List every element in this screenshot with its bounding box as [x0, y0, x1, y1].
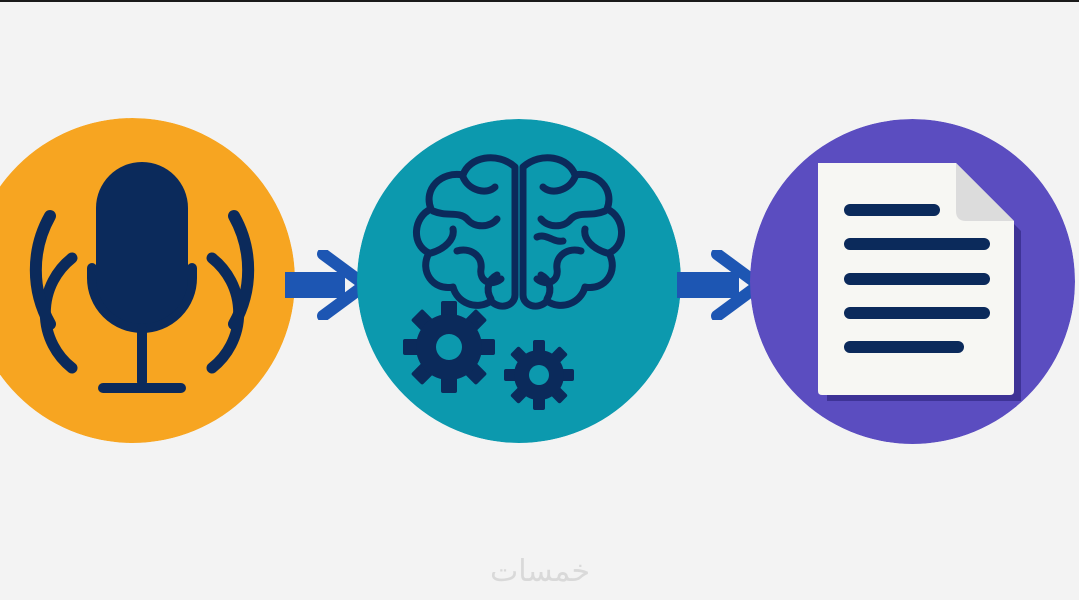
microphone-step-circle: [0, 118, 295, 443]
document-icon: [750, 119, 1075, 444]
microphone-icon: [0, 118, 295, 443]
ai-processing-step-circle: [357, 119, 681, 443]
document-step-circle: [750, 119, 1075, 444]
top-border: [0, 0, 1079, 2]
brain-gears-icon: [357, 119, 681, 443]
watermark-text: خمسات: [489, 554, 591, 589]
